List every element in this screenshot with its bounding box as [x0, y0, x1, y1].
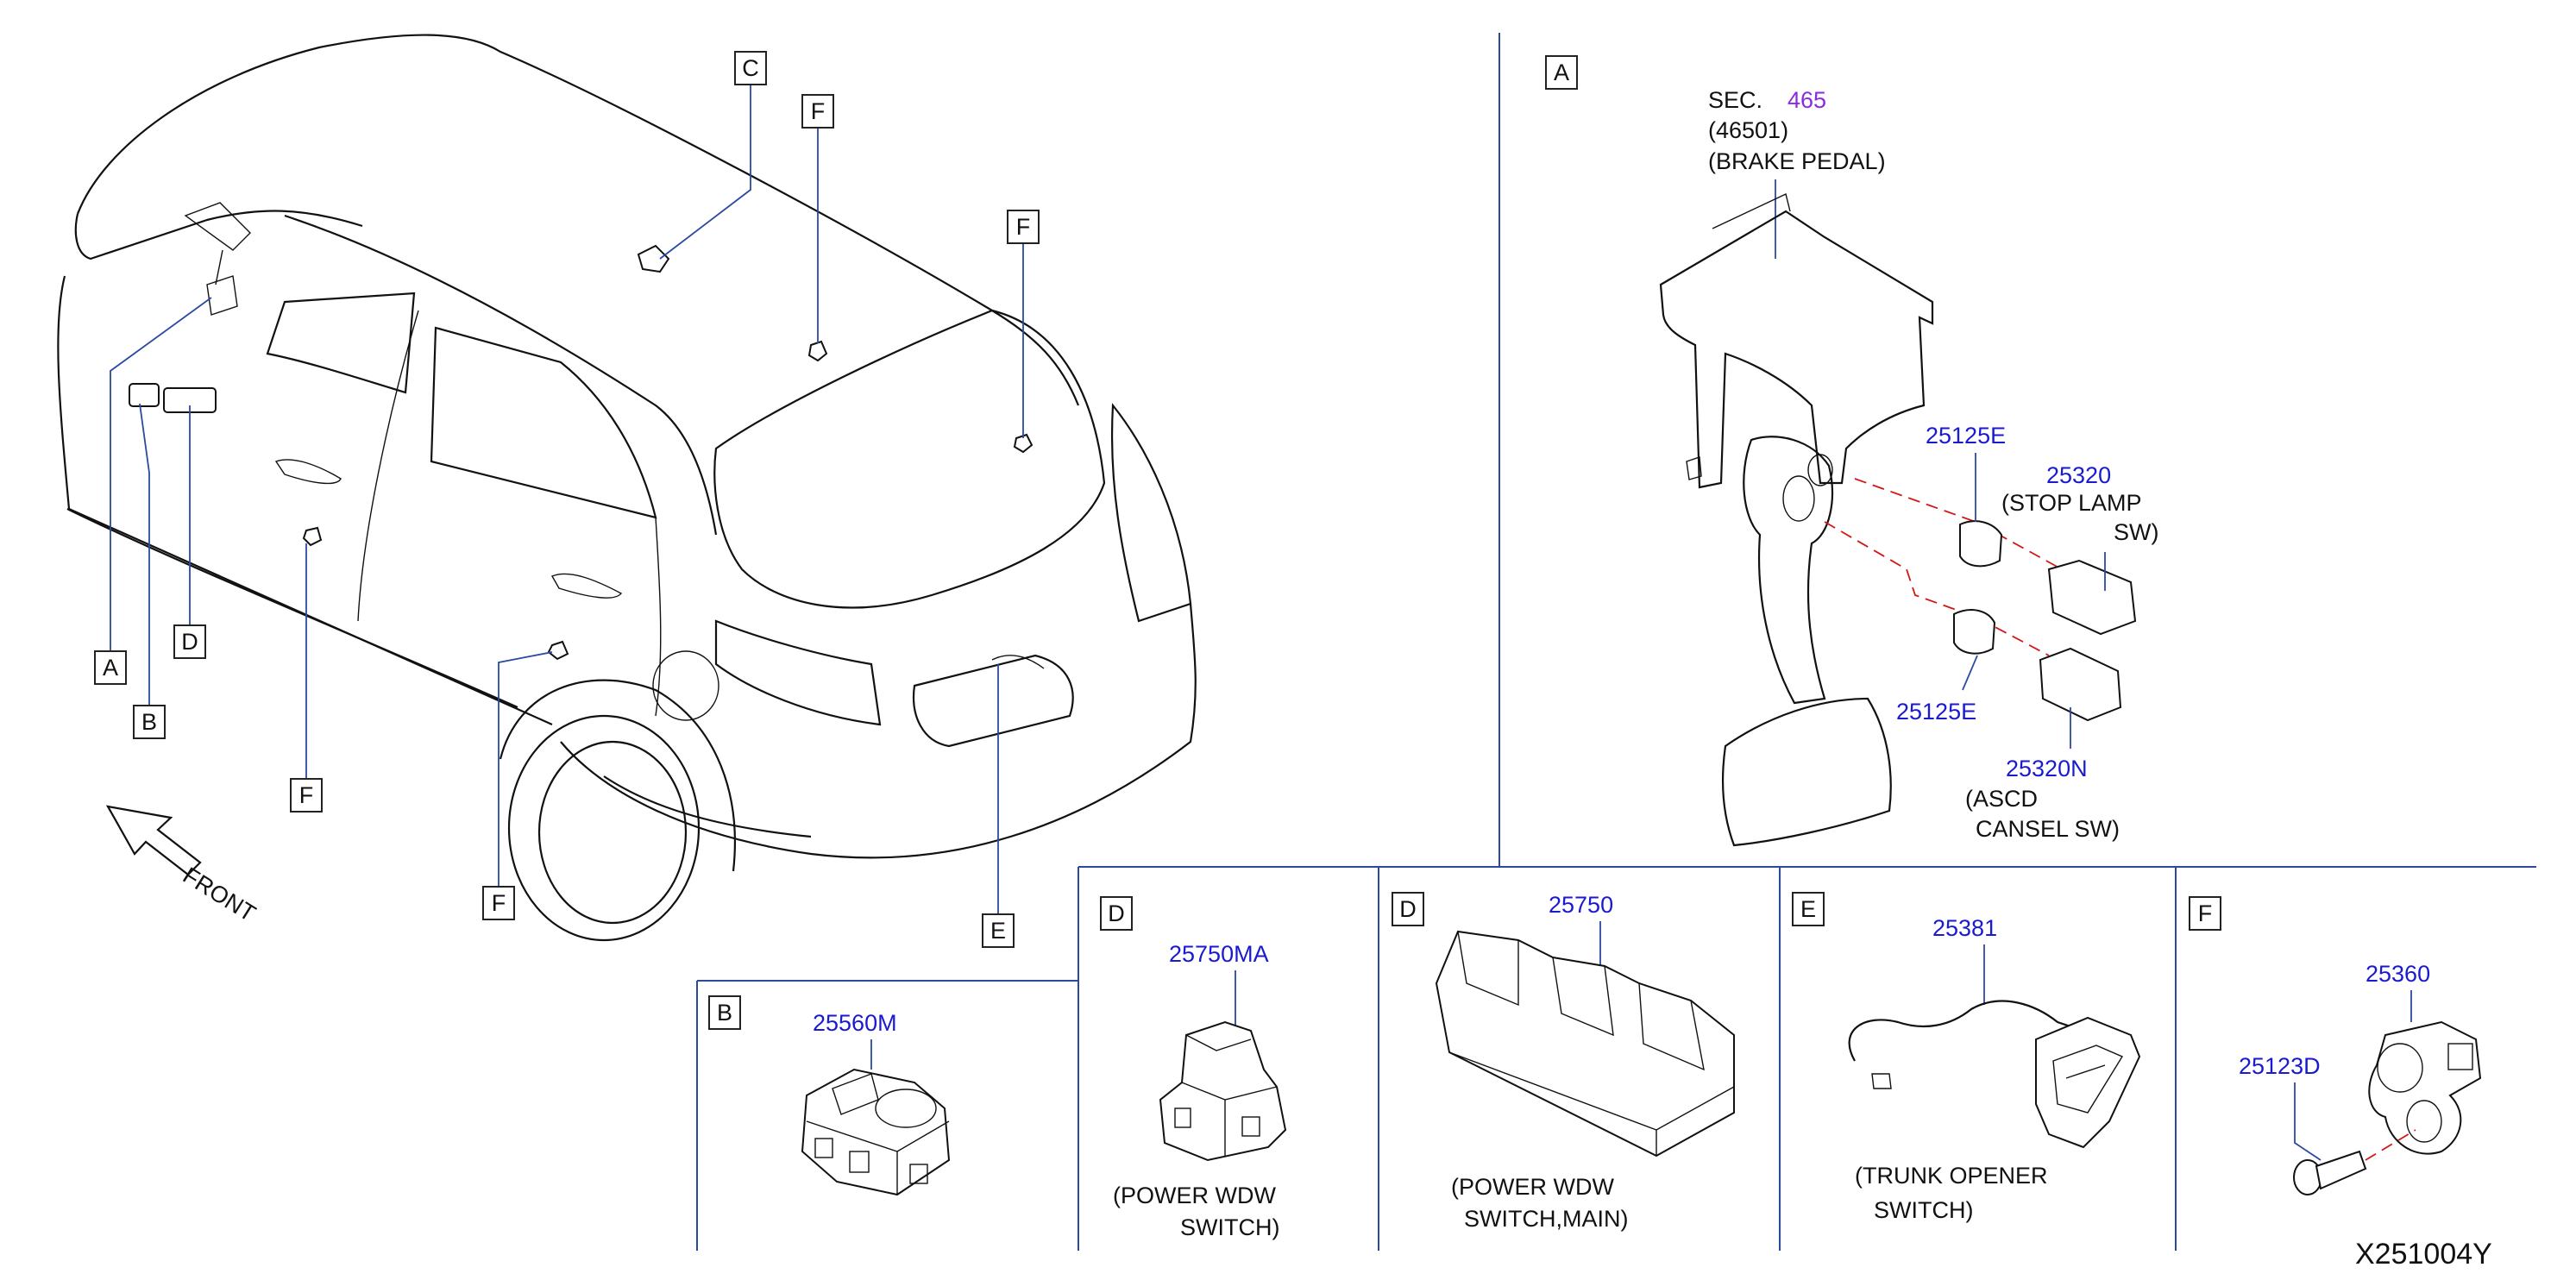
part-25320: 25320 — [2046, 462, 2111, 488]
vehicle-part-markers — [129, 244, 1045, 669]
stop-lamp-label-1: (STOP LAMP — [2001, 490, 2142, 516]
callout-letter-b: B — [141, 709, 157, 735]
section-d1: D 25750MA (POWER WDW SWITCH) — [1100, 896, 1287, 1240]
ref-part-name: (BRAKE PEDAL) — [1708, 148, 1886, 174]
callout-box-a: A — [94, 650, 127, 685]
callout-letter-d: D — [181, 629, 198, 655]
part-25125e-top: 25125E — [1926, 423, 2006, 449]
door-switch-25360 — [2368, 1020, 2482, 1155]
section-d1-letter: D — [1108, 900, 1125, 926]
ref-part-number: (46501) — [1708, 117, 1788, 143]
part-25360: 25360 — [2366, 961, 2430, 987]
ascd-cancel-switch — [2039, 647, 2122, 722]
section-a-letter: A — [1554, 60, 1569, 85]
panel-separators — [696, 33, 2536, 1251]
callout-box-f-2: F — [1007, 210, 1040, 244]
front-label: FRONT — [179, 863, 261, 927]
ascd-label-2: CANSEL SW) — [1976, 816, 2120, 842]
clip-25125e-bottom — [1953, 609, 1996, 655]
callout-letter-f: F — [492, 890, 506, 916]
vehicle-illustration — [57, 34, 1197, 942]
front-arrow-icon — [105, 805, 202, 876]
d1-desc-2: SWITCH) — [1180, 1214, 1279, 1240]
section-f: F 25360 25123D — [2189, 896, 2482, 1195]
section-e-letter: E — [1800, 896, 1816, 922]
switch-25750-main — [1435, 930, 1735, 1158]
e-desc-2: SWITCH) — [1874, 1197, 1973, 1223]
callout-box-d: D — [173, 624, 206, 659]
section-f-letter: F — [2198, 900, 2213, 926]
callout-letter-f: F — [1016, 214, 1031, 240]
screw-25123d-shank — [2315, 1150, 2367, 1190]
part-25560m: 25560M — [813, 1010, 897, 1036]
vehicle-leader-lines — [110, 85, 1024, 914]
diagram-code: X251004Y — [2355, 1238, 2492, 1271]
clip-25125e-top — [1959, 520, 2003, 568]
ascd-label-1: (ASCD — [1965, 786, 2038, 812]
section-b: B 25560M — [708, 995, 951, 1196]
callout-box-f-4: F — [482, 886, 515, 920]
callout-letter-f: F — [299, 782, 314, 808]
trunk-opener-switch — [2035, 1016, 2141, 1149]
front-arrow: FRONT — [105, 805, 261, 927]
d1-desc-1: (POWER WDW — [1113, 1183, 1276, 1208]
callout-letter-a: A — [103, 655, 118, 681]
callout-box-f-1: F — [801, 94, 834, 129]
sec-prefix: SEC. — [1708, 87, 1762, 113]
stop-lamp-switch — [2047, 559, 2137, 636]
part-25320n: 25320N — [2006, 756, 2088, 781]
part-25381: 25381 — [1932, 915, 1997, 941]
section-d2-letter: D — [1399, 896, 1417, 922]
callout-box-b: B — [133, 705, 166, 739]
part-25123d: 25123D — [2239, 1053, 2321, 1079]
stop-lamp-label-2: SW) — [2114, 519, 2158, 545]
switch-25750ma — [1159, 1020, 1287, 1162]
section-a: A SEC. 465 (46501) (BRAKE PEDAL) 25125E … — [1545, 55, 2158, 847]
part-25125e-bottom: 25125E — [1896, 699, 1976, 725]
callout-letter-f: F — [811, 98, 826, 124]
section-e: E 25381 (TRUNK OPENER SWITCH) — [1792, 892, 2141, 1223]
section-d2: D 25750 (POWER WDW SWITCH,MAIN) — [1392, 892, 1735, 1232]
d2-desc-2: SWITCH,MAIN) — [1464, 1206, 1628, 1232]
switch-25560m — [801, 1068, 951, 1196]
callout-box-f-3: F — [290, 778, 323, 813]
callout-box-c: C — [734, 51, 767, 85]
section-b-letter: B — [717, 1000, 732, 1026]
callout-letter-c: C — [742, 55, 759, 81]
part-25750ma: 25750MA — [1169, 941, 1269, 967]
part-25750: 25750 — [1549, 892, 1613, 918]
e-desc-1: (TRUNK OPENER — [1855, 1163, 2048, 1189]
callout-box-e: E — [982, 913, 1015, 948]
sec-number: 465 — [1787, 87, 1826, 113]
d2-desc-1: (POWER WDW — [1451, 1174, 1614, 1200]
callout-letter-e: E — [990, 918, 1006, 944]
